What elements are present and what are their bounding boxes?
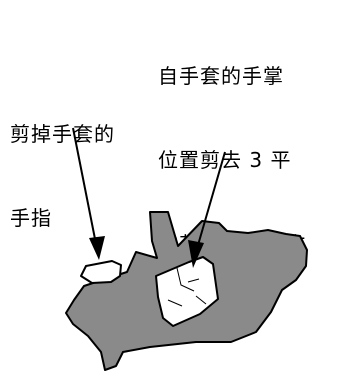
palm-arrow [188, 151, 226, 268]
fingertip-arrowhead [89, 236, 105, 260]
palm-cut-creases [167, 267, 207, 307]
fingertip-cut-label: 剪掉手套的 手指 [10, 64, 115, 260]
palm-arrowhead [188, 240, 204, 268]
palm-cut-label-line-1: 自手套的手掌 [158, 64, 284, 88]
fingertip-arrow [72, 127, 105, 260]
fingertip-cut-label-line-2: 手指 [10, 206, 52, 230]
palm-cut-label-line-2: 位置剪去 3 平 [158, 148, 292, 172]
fingertip-cut-label-line-1: 剪掉手套的 [10, 122, 115, 146]
thumb-tip-cut [80, 260, 122, 284]
